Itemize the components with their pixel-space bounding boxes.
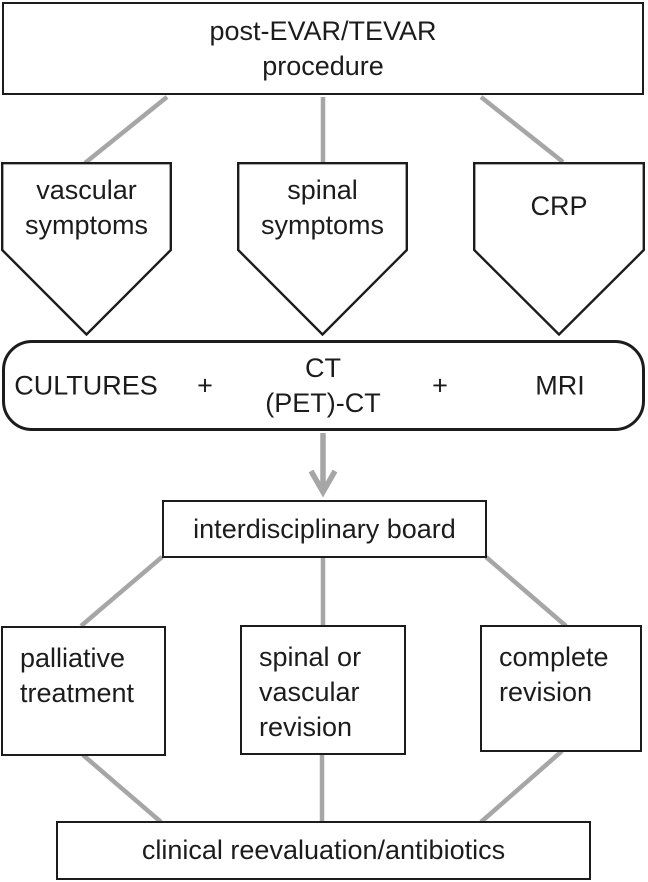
node-diagnostics: CULTURES + CT (PET)-CT + MRI: [2, 340, 645, 431]
node-procedure-line1: post-EVAR/TEVAR: [209, 15, 437, 46]
edge-palliative-reevaluation: [81, 753, 163, 824]
node-board: interdisciplinary board: [162, 500, 487, 558]
node-procedure-line2: procedure: [262, 50, 384, 81]
node-revision-line1: spinal or: [259, 642, 362, 672]
edge-procedure-vascular: [83, 95, 169, 165]
node-complete-revision: complete revision: [480, 625, 642, 752]
node-complete-line1: complete: [499, 642, 609, 672]
node-vascular-line2: symptoms: [24, 210, 149, 240]
edge-board-complete: [484, 555, 568, 628]
node-revision-line2: vascular: [259, 677, 360, 707]
diagnostics-ct-line1: CT: [304, 352, 341, 383]
node-crp: CRP: [473, 162, 645, 336]
node-procedure: post-EVAR/TEVAR procedure: [2, 2, 644, 95]
node-palliative-line2: treatment: [20, 678, 135, 708]
node-vascular-line1: vascular: [36, 175, 137, 205]
node-reevaluation: clinical reevaluation/antibiotics: [56, 821, 591, 880]
diagnostics-ct-line2: (PET)-CT: [265, 387, 381, 418]
node-spinal-symptoms: spinal symptoms: [237, 162, 408, 336]
node-palliative-line1: palliative: [20, 643, 126, 673]
edge-board-palliative: [79, 555, 164, 628]
node-revision-line3: revision: [259, 712, 353, 742]
node-reevaluation-label: clinical reevaluation/antibiotics: [141, 835, 506, 865]
node-crp-label: CRP: [530, 190, 588, 221]
node-spinal-line2: symptoms: [260, 210, 385, 240]
down-arrow-icon: [308, 433, 338, 498]
pentagon-shape: [237, 162, 408, 336]
plus-sign: +: [432, 370, 448, 400]
diagnostics-mri: MRI: [535, 370, 585, 400]
edge-procedure-crp: [479, 95, 565, 164]
diagnostics-ct: CT (PET)-CT: [265, 351, 380, 421]
node-complete-line2: revision: [499, 677, 593, 707]
node-spinal-line1: spinal: [287, 175, 358, 205]
node-spinal-vascular-revision: spinal or vascular revision: [240, 625, 406, 755]
edge-complete-reevaluation: [479, 749, 564, 824]
node-board-label: interdisciplinary board: [193, 513, 456, 544]
pentagon-shape: [473, 162, 645, 336]
diagnostics-cultures: CULTURES: [14, 370, 158, 400]
node-palliative: palliative treatment: [1, 626, 166, 756]
plus-sign: +: [197, 370, 213, 400]
node-vascular-symptoms: vascular symptoms: [1, 162, 172, 336]
